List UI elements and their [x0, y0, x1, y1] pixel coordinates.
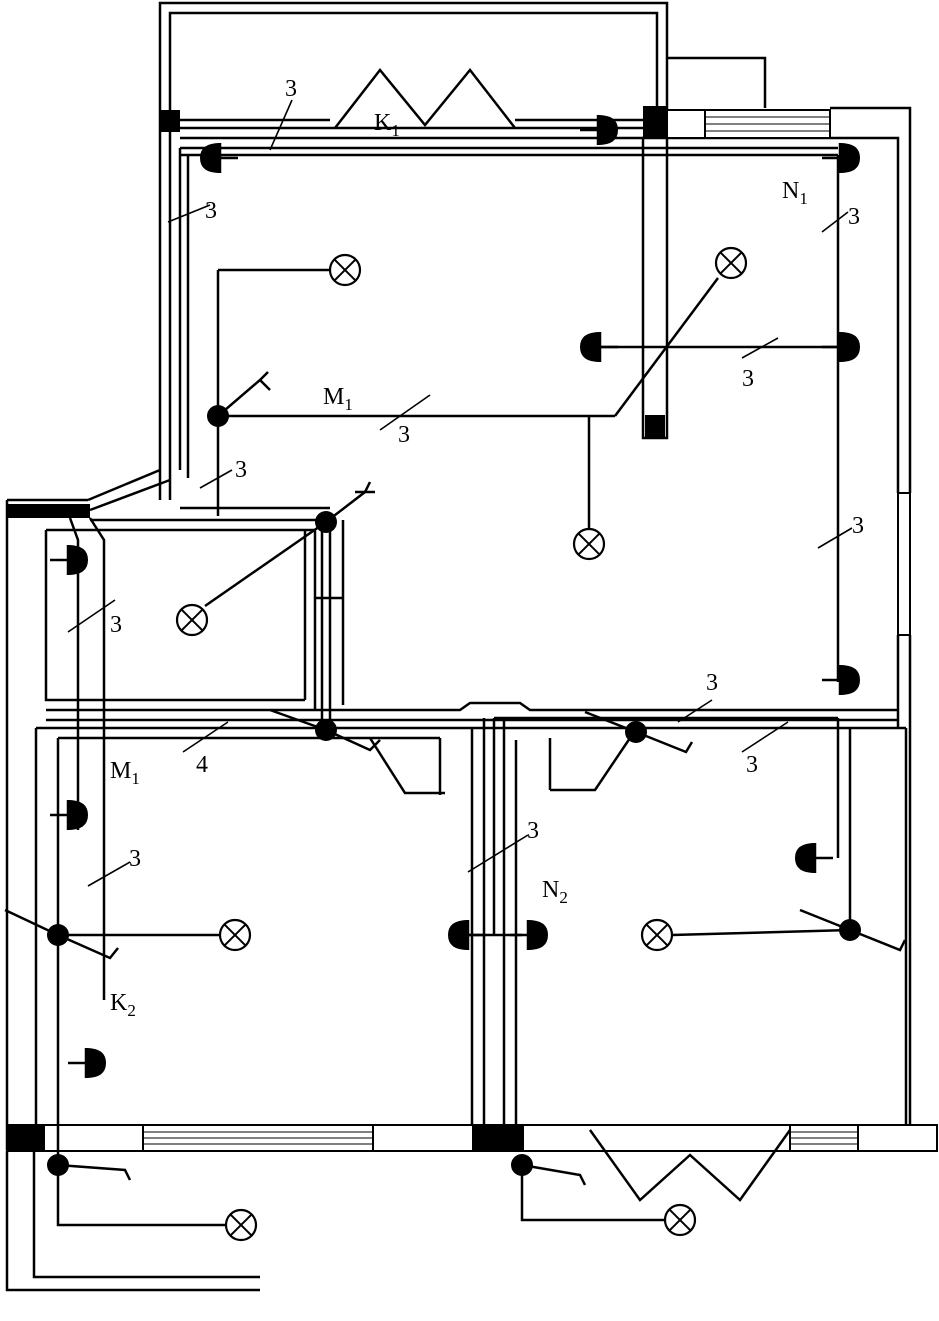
m1-label-left: M1 — [110, 758, 140, 788]
door-swings — [334, 67, 792, 1202]
switch-icon — [207, 371, 271, 427]
wire-count-label: 3 — [205, 198, 217, 224]
socket-icon — [820, 663, 862, 697]
wire-count-label: 3 — [110, 612, 122, 638]
lamp-icon — [175, 603, 209, 637]
lamp-icon — [328, 253, 362, 287]
wire-count-label: 3 — [285, 76, 297, 102]
walls — [5, 1, 938, 1292]
wire-count-label: 3 — [398, 422, 410, 448]
socket-icon — [48, 543, 90, 577]
lamp-icon — [640, 918, 674, 952]
wire-count-label: 3 — [129, 846, 141, 872]
wire-count-label: 3 — [848, 204, 860, 230]
socket-icon — [820, 330, 862, 364]
switches — [4, 371, 907, 1186]
wire-count-ticks — [67, 99, 853, 887]
wire-count-label: 3 — [527, 818, 539, 844]
labels: 3 K1 3 N1 3 3 M1 3 3 3 3 3 4 3 M1 3 3 N2… — [110, 76, 864, 1020]
bottom-window-left — [142, 1124, 374, 1152]
switch-icon — [584, 710, 694, 754]
wiring — [56, 118, 852, 1227]
wire-count-label: 3 — [742, 366, 754, 392]
wire-count-label: 3 — [235, 457, 247, 483]
switch-icon — [511, 1154, 587, 1186]
socket-icon — [446, 918, 488, 952]
lamp-icon — [218, 918, 252, 952]
k1-label: K1 — [374, 110, 400, 140]
lamp-icon — [572, 527, 606, 561]
wire-count-label: 3 — [746, 752, 758, 778]
lamp-icon — [714, 246, 748, 280]
switch-icon — [4, 908, 119, 960]
m1-label-top: M1 — [323, 384, 353, 414]
switch-icon — [799, 908, 907, 952]
lamp-icon — [663, 1203, 697, 1237]
top-window — [666, 109, 831, 139]
k2-label: K2 — [110, 990, 136, 1020]
socket-icon — [578, 330, 620, 364]
lamp-icon — [224, 1208, 258, 1242]
wire-count-label: 4 — [196, 752, 208, 778]
switch-icon — [47, 1154, 132, 1181]
switch-icon — [315, 481, 375, 533]
wire-count-label: 3 — [852, 513, 864, 539]
wire-count-label: 3 — [706, 670, 718, 696]
socket-icon — [66, 1046, 108, 1080]
socket-icon — [48, 798, 90, 832]
bottom-window-right — [789, 1124, 859, 1152]
switch-icon — [269, 708, 381, 752]
n1-label: N1 — [782, 178, 808, 208]
socket-icon — [793, 841, 835, 875]
n2-label: N2 — [542, 877, 568, 907]
